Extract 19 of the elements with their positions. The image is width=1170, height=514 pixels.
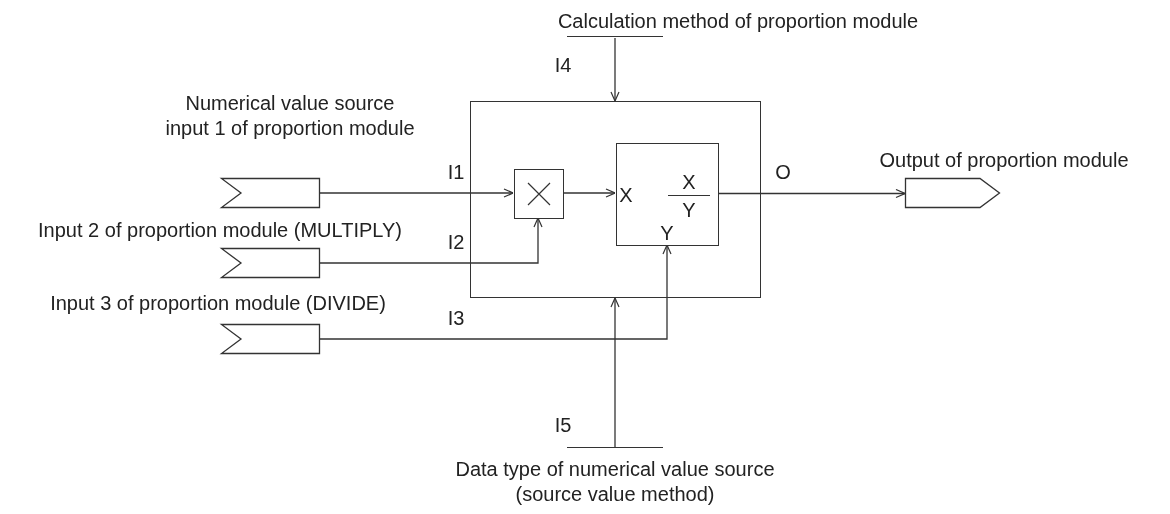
- label-text: Output of proportion module: [879, 147, 1129, 173]
- label-text: Data type of numerical value source (source value method): [454, 457, 776, 507]
- input-port-label: Y: [660, 220, 674, 246]
- input-port-label: X: [619, 182, 633, 208]
- arrow: [319, 244, 672, 340]
- label-text: Numerical value source input 1 of proportion module: [164, 91, 416, 141]
- denominator: Y: [682, 197, 696, 223]
- label-text: Input 3 of proportion module (DIVIDE): [50, 290, 386, 316]
- proportion-module-block: [470, 101, 761, 298]
- arrow: [610, 37, 620, 102]
- label-text: Input 2 of proportion module (MULTIPLY): [38, 217, 402, 243]
- arrow: [717, 188, 906, 199]
- arrow: [319, 188, 514, 198]
- label-text: Calculation method of proportion module: [557, 8, 919, 34]
- arrow: [610, 297, 620, 448]
- arrow: [562, 188, 616, 198]
- numerator: X: [682, 169, 696, 195]
- arrow: [319, 217, 543, 264]
- multiplier-box: [514, 169, 564, 219]
